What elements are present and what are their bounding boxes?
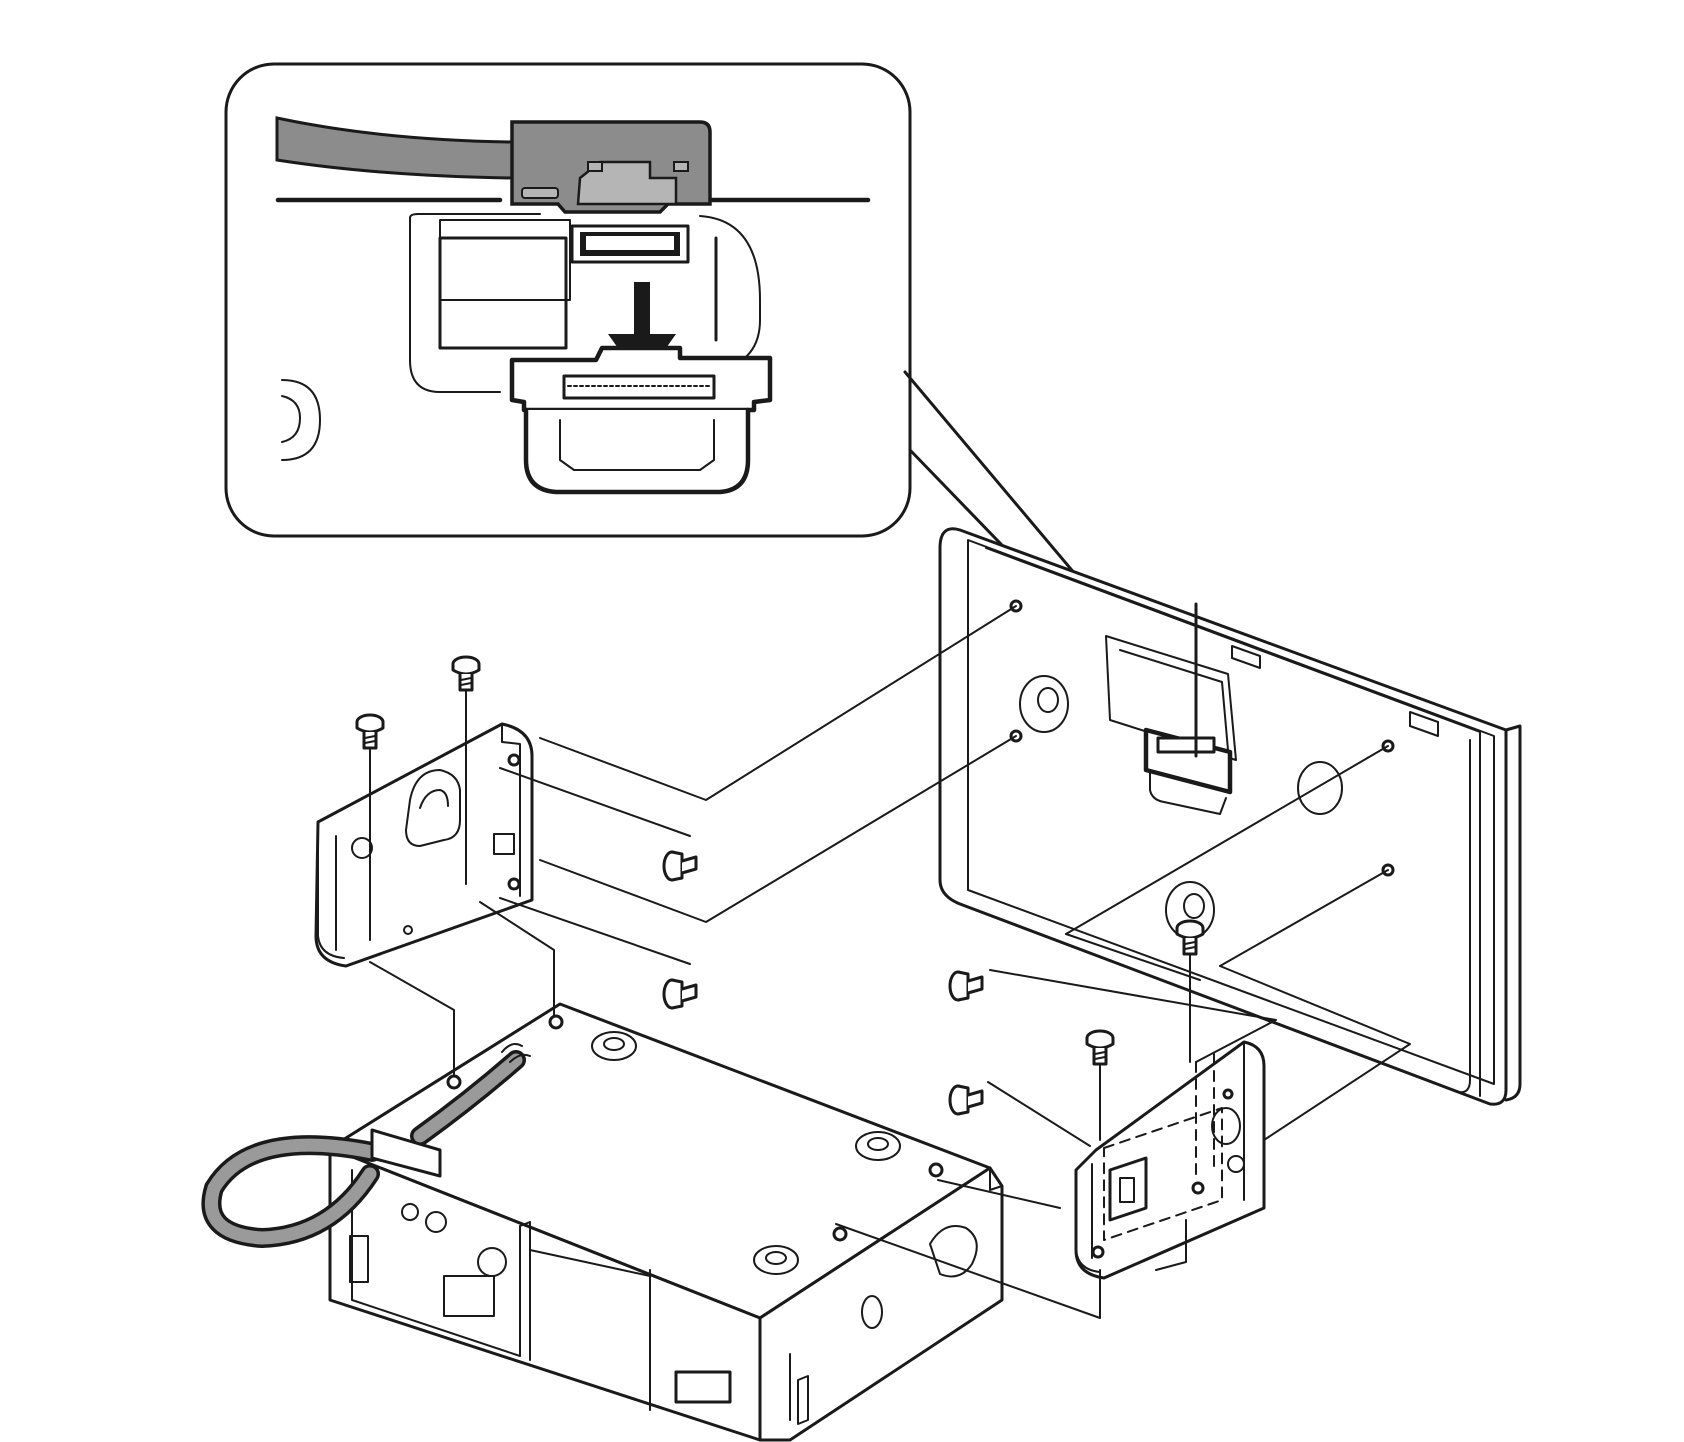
socket-inner-outline	[438, 236, 568, 350]
cable-icon	[201, 1043, 531, 1249]
connector-icon	[510, 120, 712, 264]
left-bracket	[314, 722, 534, 968]
panel-screw-hole	[1009, 599, 1023, 613]
screw-group	[355, 655, 1205, 1116]
screw-icon	[1175, 919, 1205, 956]
screw-icon	[451, 655, 481, 692]
screw-icon	[1085, 1029, 1115, 1066]
inset-hole-arc	[281, 379, 321, 461]
screw-icon	[662, 850, 698, 882]
main-unit	[328, 1002, 1004, 1442]
right-bracket	[1074, 1040, 1266, 1280]
screw-icon	[948, 970, 984, 1002]
display-panel	[938, 527, 1522, 1106]
front-port	[349, 1235, 369, 1283]
screw-icon	[355, 713, 385, 750]
panel-screw-hole	[1381, 863, 1395, 877]
front-slot	[674, 1370, 732, 1404]
detail-inset	[224, 62, 1168, 692]
socket-receptacle	[509, 345, 773, 495]
screw-icon	[662, 978, 698, 1010]
panel-connector-recess	[1105, 635, 1237, 761]
assembly-guide-lines	[369, 605, 1411, 1319]
panel-connector	[1143, 727, 1233, 815]
screw-icon	[948, 1084, 984, 1116]
panel-screw-hole	[1009, 729, 1023, 743]
panel-screw-hole	[1381, 739, 1395, 753]
